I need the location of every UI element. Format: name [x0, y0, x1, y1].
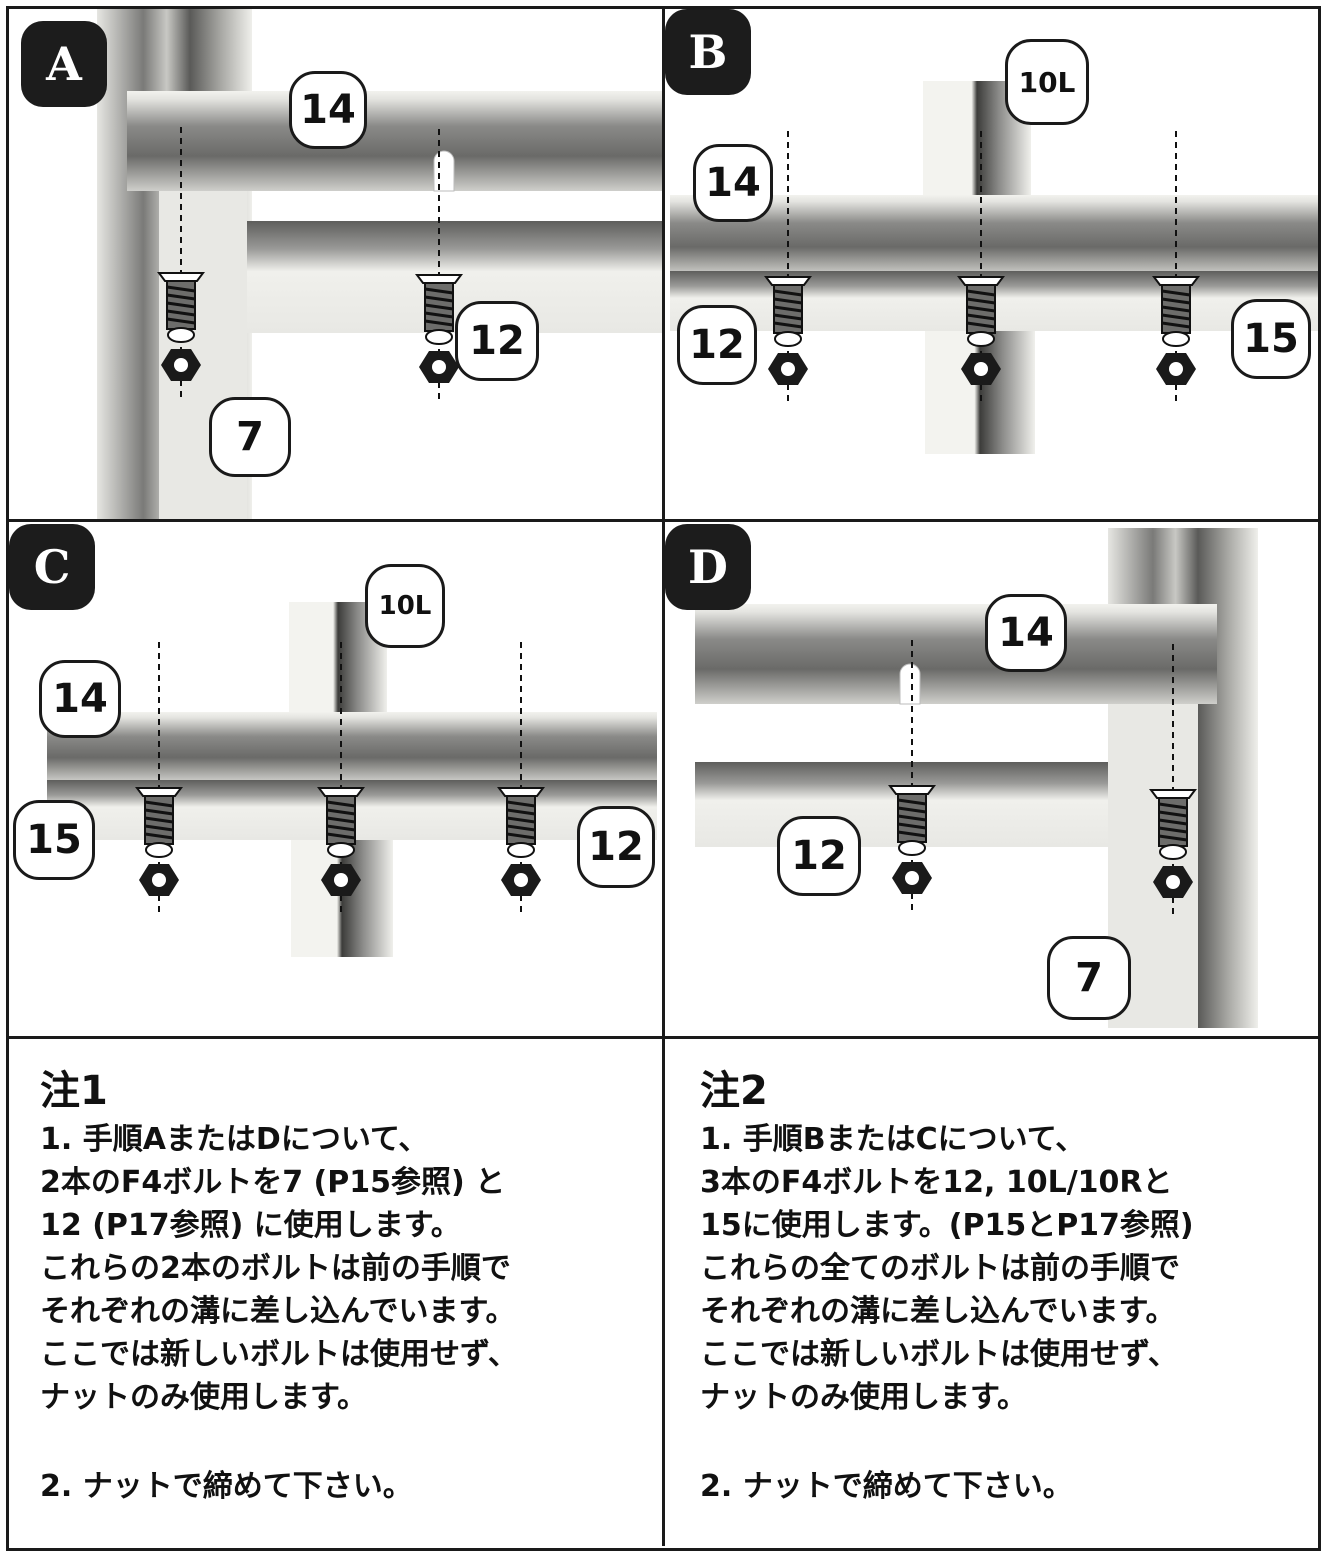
note-1-line: それぞれの溝に差し込んでいます。 — [40, 1294, 516, 1329]
callout-c-upright: 10L — [365, 564, 445, 648]
panel-a: A 14 12 7 — [9, 9, 662, 519]
note-1-line: 12 (P17参照) に使用します。 — [40, 1208, 461, 1243]
callout-c-left: 15 — [13, 800, 95, 880]
step-badge-c: C — [9, 524, 95, 610]
panel-d: D 14 12 7 — [665, 522, 1318, 1036]
step-badge-b: B — [665, 9, 751, 95]
note-1: 注1 1. 手順AまたはDについて、 2本のF4ボルトを7 (P15参照) と … — [40, 1068, 518, 1508]
callout-a-post: 7 — [209, 397, 291, 477]
grid-divider-vertical — [662, 6, 665, 1546]
callout-b-rail: 14 — [693, 144, 773, 222]
panel-b-illustration — [670, 81, 1318, 454]
note-1-line: ここでは新しいボルトは使用せず、 — [40, 1337, 518, 1372]
note-2: 注2 1. 手順BまたはCについて、 3本のF4ボルトを12, 10L/10Rと… — [700, 1068, 1194, 1508]
note-2-line: 15に使用します。(P15とP17参照) — [700, 1208, 1194, 1243]
callout-b-left: 12 — [677, 305, 757, 385]
callout-d-rail: 14 — [985, 594, 1067, 672]
note-2-line: ナットのみ使用します。 — [700, 1380, 1027, 1415]
step-badge-d: D — [665, 524, 751, 610]
note-2-line: 3本のF4ボルトを12, 10L/10Rと — [700, 1165, 1173, 1200]
note-1-title: 注1 — [40, 1068, 108, 1114]
note-1-line: 2本のF4ボルトを7 (P15参照) と — [40, 1165, 506, 1200]
note-2-line: これらの全てのボルトは前の手順で — [700, 1251, 1180, 1286]
panel-d-illustration — [695, 528, 1258, 1028]
note-2-step2: 2. ナットで締めて下さい。 — [700, 1469, 1073, 1504]
panel-c-illustration — [47, 602, 657, 957]
note-1-line: これらの2本のボルトは前の手順で — [40, 1251, 511, 1286]
callout-c-rail: 14 — [39, 660, 121, 738]
panel-c: C 10L 14 15 12 — [9, 522, 662, 1036]
note-2-line: ここでは新しいボルトは使用せず、 — [700, 1337, 1178, 1372]
callout-a-rail2: 12 — [455, 301, 539, 381]
step-badge-a: A — [21, 21, 107, 107]
callout-a-rail: 14 — [289, 71, 367, 149]
note-1-line: ナットのみ使用します。 — [40, 1380, 367, 1415]
note-2-line: それぞれの溝に差し込んでいます。 — [700, 1294, 1176, 1329]
note-1-step2: 2. ナットで締めて下さい。 — [40, 1469, 413, 1504]
grid-divider-row1 — [6, 519, 1321, 522]
note-2-title: 注2 — [700, 1068, 768, 1114]
callout-c-right: 12 — [577, 806, 655, 888]
panel-a-illustration — [97, 9, 662, 519]
callout-d-rail2: 12 — [777, 816, 861, 896]
panel-b: B 10L 14 12 15 — [665, 9, 1318, 519]
note-2-line: 1. 手順BまたはCについて、 — [700, 1122, 1086, 1157]
callout-b-upright: 10L — [1005, 39, 1089, 125]
callout-b-right: 15 — [1231, 299, 1311, 379]
grid-divider-row2 — [6, 1036, 1321, 1039]
note-1-line: 1. 手順AまたはDについて、 — [40, 1122, 429, 1157]
callout-d-post: 7 — [1047, 936, 1131, 1020]
